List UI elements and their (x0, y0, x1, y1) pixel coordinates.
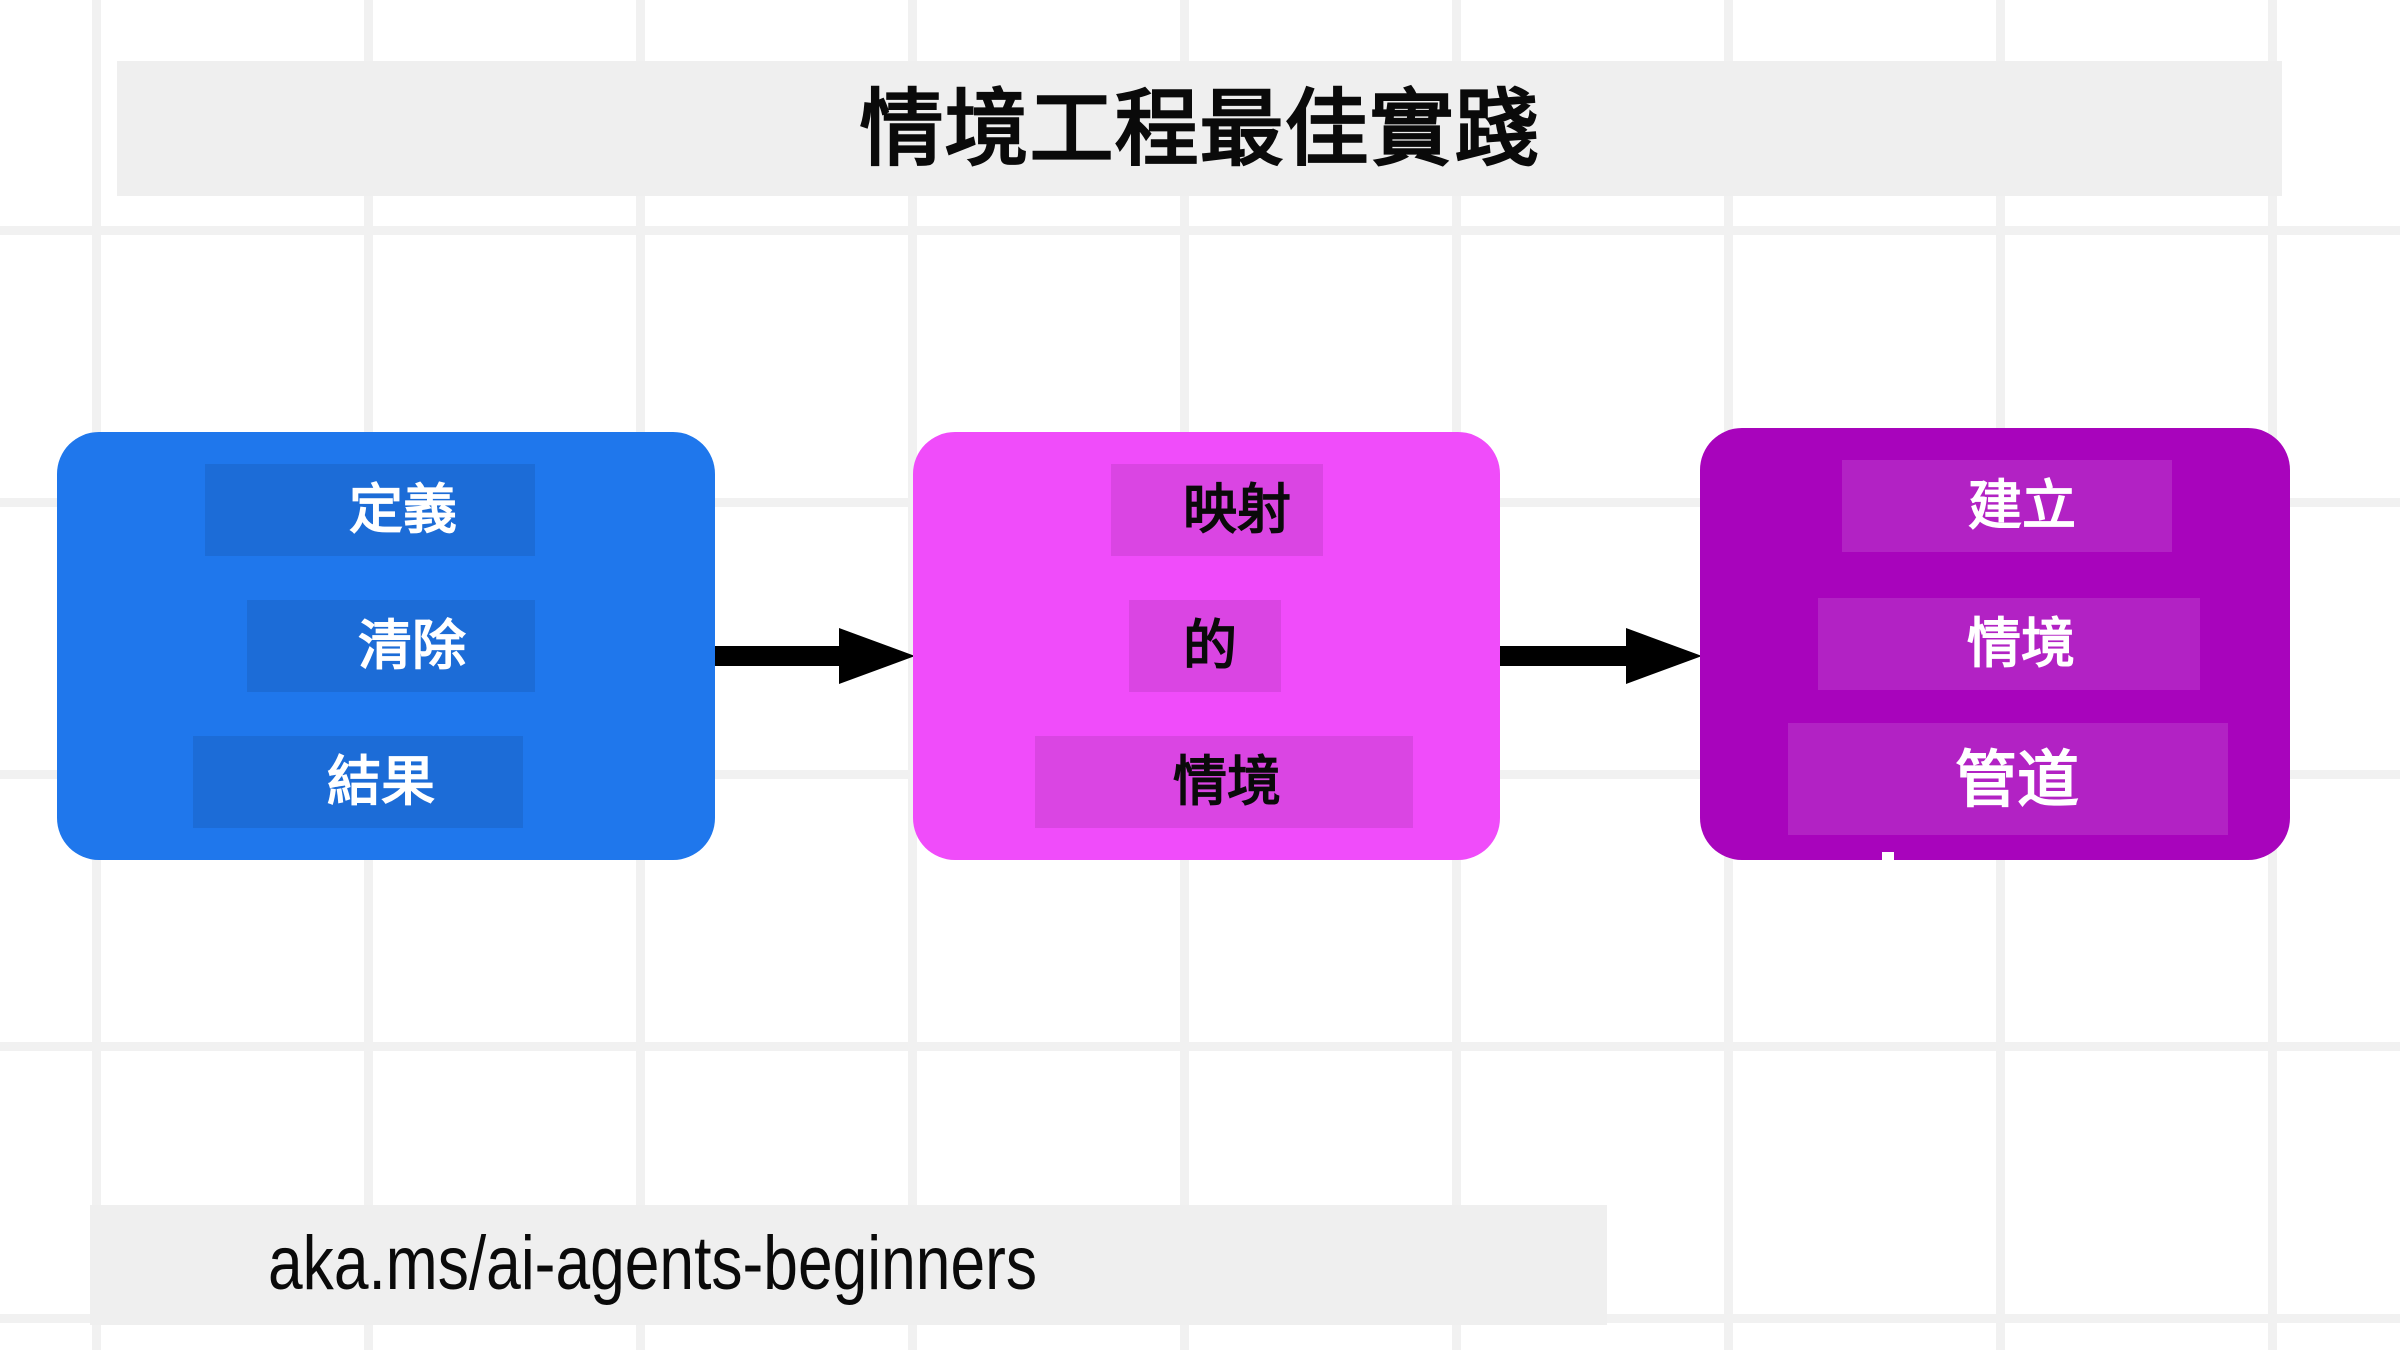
text-highlight-band: 情境 (1035, 736, 1413, 828)
text-highlight-band: 清除 (247, 600, 535, 692)
flow-step-line: 情境 (1173, 752, 1281, 812)
text-highlight-band: 管道 (1788, 723, 2228, 835)
pipeline-band-tick (1882, 852, 1894, 872)
text-highlight-band: 映射 (1111, 464, 1323, 556)
footer-band (90, 1205, 1607, 1325)
text-highlight-band: 建立 (1842, 460, 2172, 552)
flow-step-row: 建立 (1700, 460, 2290, 552)
flow-step-row: 情境 (913, 736, 1500, 828)
flow-step-row: 的 (913, 600, 1500, 692)
flow-step-line: 建立 (1968, 476, 2076, 536)
flow-step-line: 定義 (349, 480, 457, 540)
flow-step-map[interactable]: 映射 的 情境 (913, 432, 1500, 860)
flow-arrow-2 (1500, 626, 1702, 686)
flow-step-build[interactable]: 建立 情境 管道 (1700, 428, 2290, 860)
flow-step-line: 清除 (358, 616, 466, 676)
flow-step-row: 結果 (57, 736, 715, 828)
flow-step-row: 映射 (913, 464, 1500, 556)
flow-step-line: 結果 (327, 752, 435, 812)
flow-step-line: 映射 (1183, 480, 1291, 540)
text-highlight-band: 情境 (1818, 598, 2200, 690)
flow-step-row: 清除 (57, 600, 715, 692)
flow-step-line: 情境 (1967, 614, 2075, 674)
page-title: 情境工程最佳實踐 (859, 81, 1540, 176)
flow-step-row: 管道 (1700, 723, 2290, 835)
text-highlight-band: 結果 (193, 736, 523, 828)
text-highlight-band: 的 (1129, 600, 1281, 692)
flow-step-line: 的 (1183, 616, 1237, 676)
flow-step-line: 管道 (1954, 746, 2079, 815)
flow-step-define[interactable]: 定義 清除 結果 (57, 432, 715, 860)
title-band: 情境工程最佳實踐 (117, 61, 2282, 196)
flow-step-row: 情境 (1700, 598, 2290, 690)
flow-step-row: 定義 (57, 464, 715, 556)
footer-url[interactable]: aka.ms/ai-agents-beginners (268, 1221, 1038, 1306)
text-highlight-band: 定義 (205, 464, 535, 556)
flow-arrow-1 (715, 626, 915, 686)
